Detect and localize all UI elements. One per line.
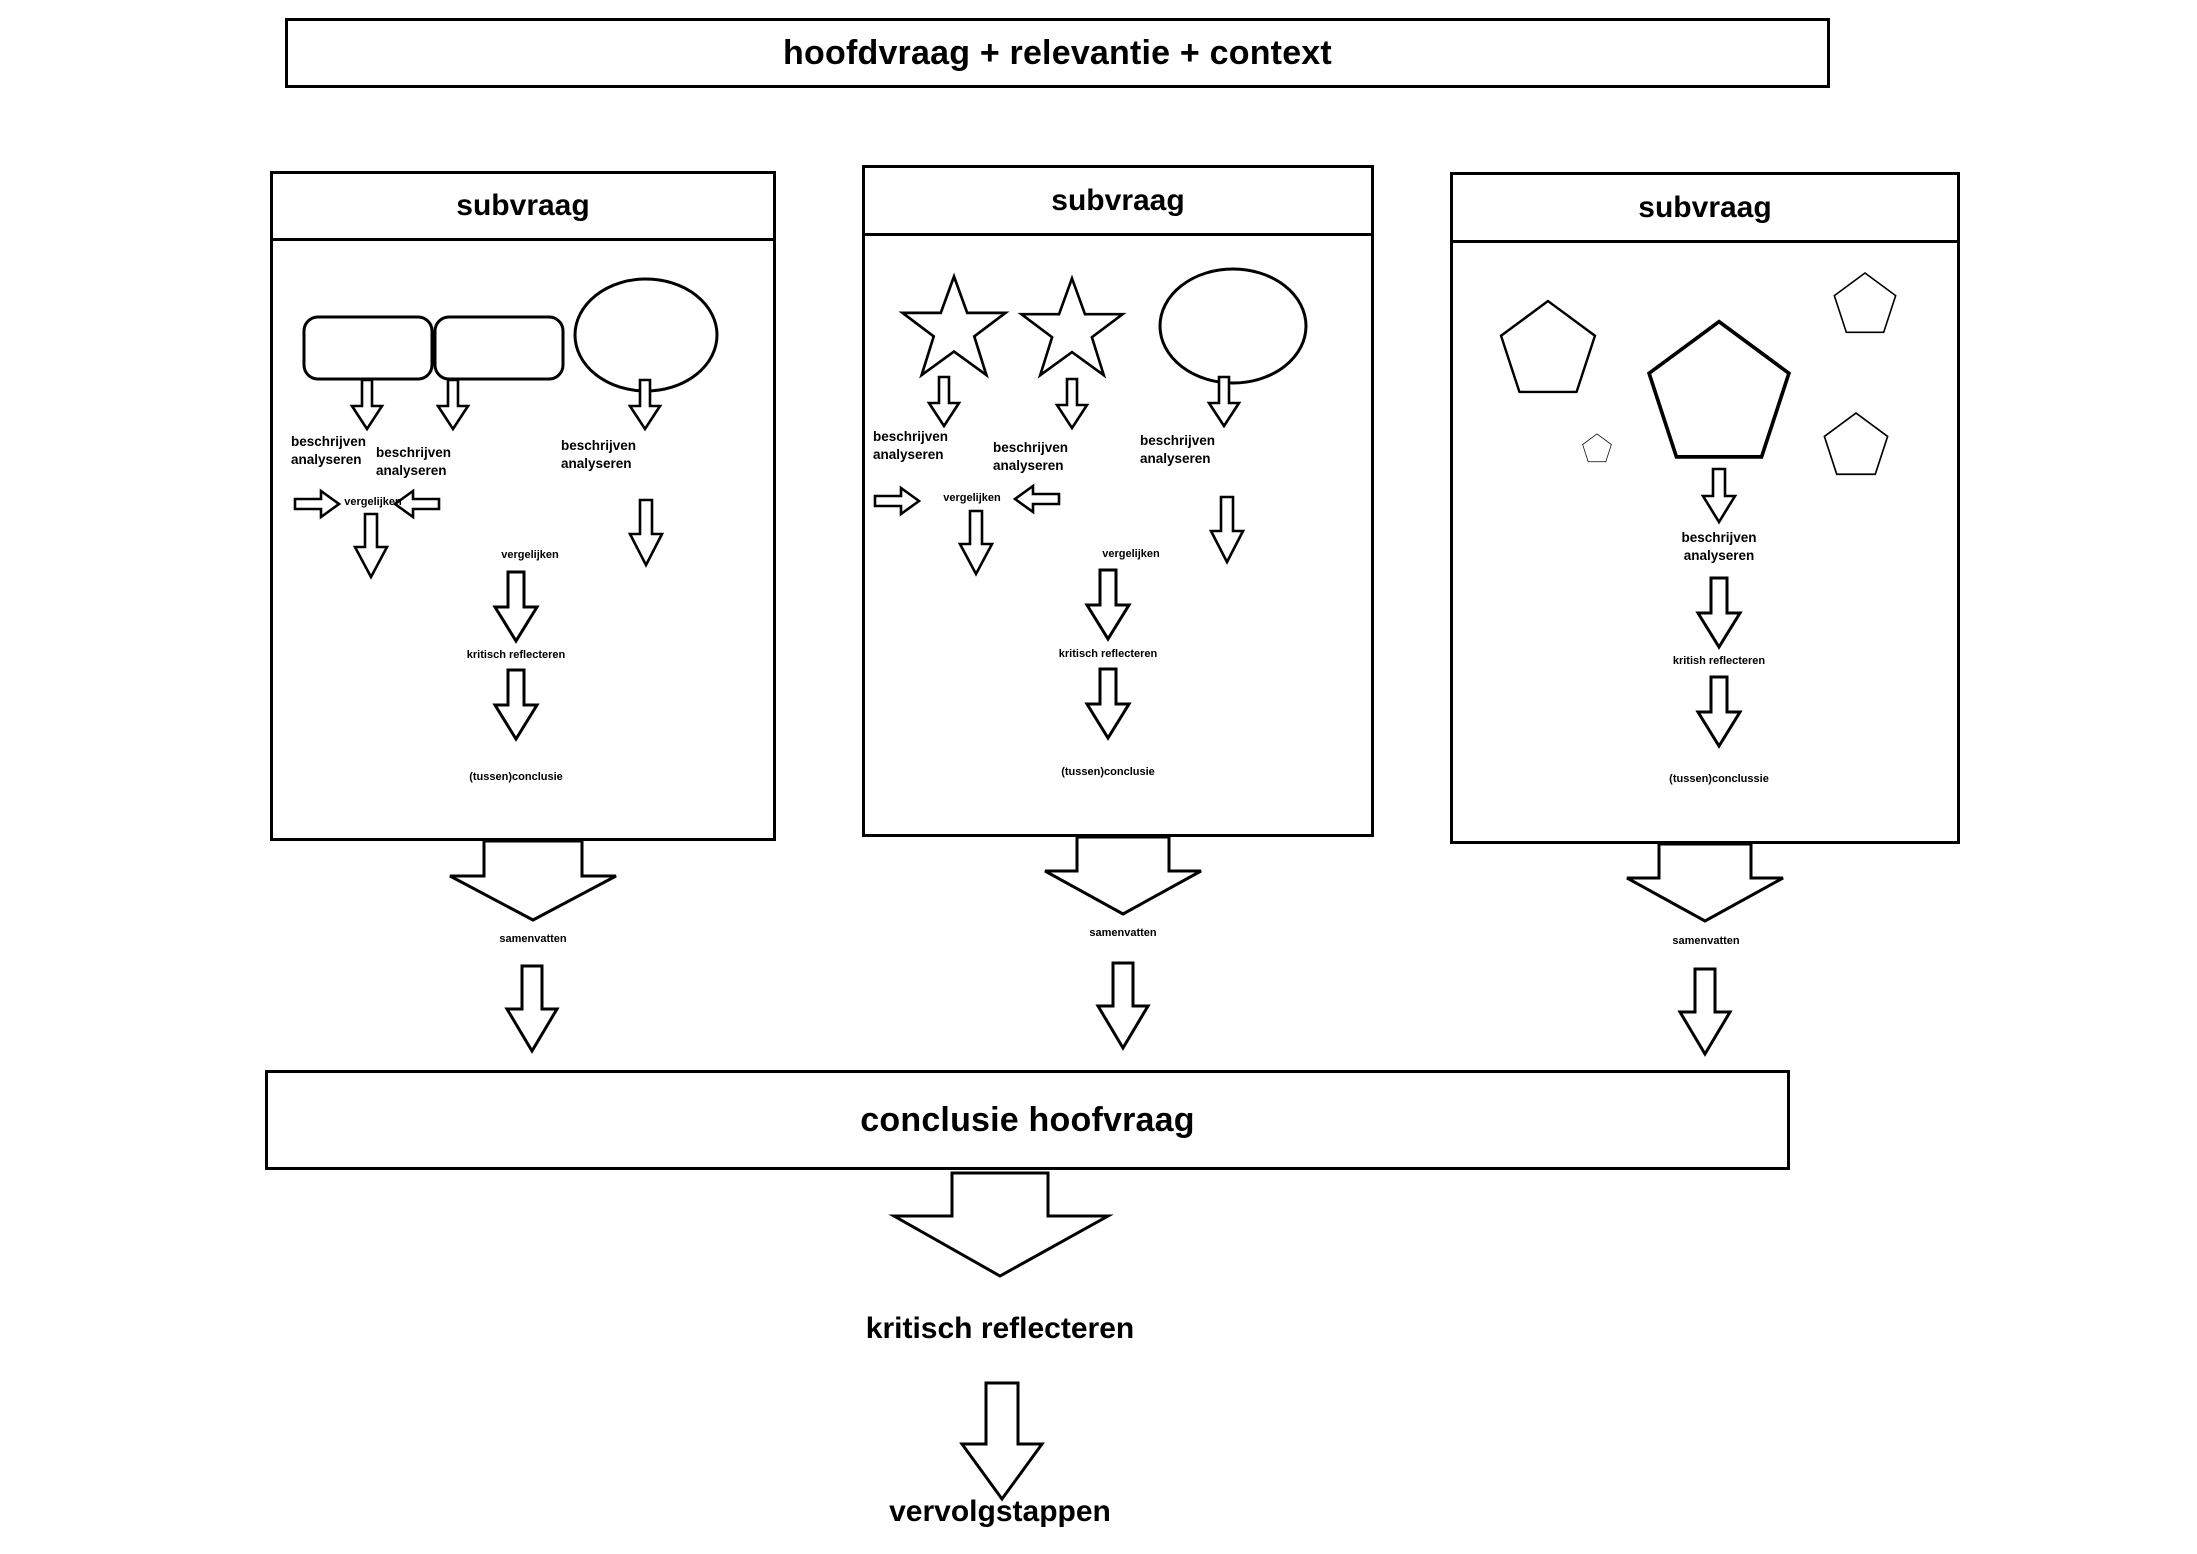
star-shape-2 [1017, 274, 1127, 379]
caption-kritisch-reflecteren-2: kritisch reflecteren [1058, 648, 1158, 660]
kritisch-reflecteren-final-label: kritisch reflecteren [865, 1312, 1135, 1345]
caption-samenvatten-2: samenvatten [1089, 927, 1157, 939]
caption-tussenconclussie-3: (tussen)conclussie [1669, 773, 1769, 785]
pentagon-shape-tiny [1582, 433, 1612, 463]
down-arrow-icon-2a [926, 375, 962, 429]
rounded-rectangle-shape-2 [433, 315, 565, 381]
right-arrow-icon-1 [293, 488, 342, 520]
subvraag-header-label-1: subvraag [456, 189, 590, 222]
caption-beschrijven-analyseren-1b: beschrijven analyseren [376, 445, 452, 478]
pentagon-shape-top-right [1833, 272, 1897, 334]
down-arrow-icon-1f [492, 570, 540, 644]
subvraag-header-1: subvraag [273, 174, 773, 241]
down-arrow-icon-to-conclusion-1 [504, 964, 560, 1054]
down-arrow-icon-final-1 [888, 1171, 1114, 1278]
caption-samenvatten-3: samenvatten [1672, 935, 1740, 947]
down-arrow-icon-2d [957, 509, 995, 577]
subvraag-body-2: beschrijven analyseren beschrijven analy… [865, 236, 1371, 834]
caption-beschrijven-analyseren-2b: beschrijven analyseren [993, 440, 1069, 473]
subvraag-column-1: subvraag [270, 171, 776, 841]
down-arrow-icon-3b [1695, 576, 1743, 650]
caption-beschrijven-analyseren-1c: beschrijven analyseren [561, 438, 637, 471]
left-arrow-icon-2 [1012, 483, 1061, 515]
down-arrow-icon-1d [352, 512, 390, 580]
rounded-rectangle-shape-1 [302, 315, 434, 381]
subvraag-column-2: subvraag beschrijven a [862, 165, 1374, 837]
down-arrow-icon-2f [1084, 568, 1132, 642]
down-arrow-icon-to-conclusion-3 [1677, 967, 1733, 1057]
down-arrow-icon-1g [492, 668, 540, 742]
subvraag-header-2: subvraag [865, 168, 1371, 236]
down-arrow-icon-2b [1054, 377, 1090, 431]
subvraag-column-3: subvraag [1450, 172, 1960, 844]
down-arrow-icon-2c [1206, 375, 1242, 429]
down-arrow-icon-1b [435, 378, 471, 432]
subvraag-header-3: subvraag [1453, 175, 1957, 243]
caption-vergelijken-1-outer: vergelijken [501, 549, 559, 561]
star-shape-1 [898, 272, 1010, 379]
down-arrow-icon-1e [627, 498, 665, 568]
down-arrow-icon-3a [1700, 467, 1738, 525]
caption-vergelijken-2-inner: vergelijken [943, 492, 1001, 504]
down-arrow-icon-1c [627, 378, 663, 432]
subvraag-body-1: beschrijven analyseren beschrijven analy… [273, 241, 773, 838]
caption-beschrijven-analyseren-2a: beschrijven analyseren [873, 429, 949, 462]
caption-tussenconclusie-1: (tussen)conclusie [469, 771, 563, 783]
down-arrow-icon-3c [1695, 675, 1743, 749]
down-arrow-icon-2e [1208, 495, 1246, 565]
down-arrow-icon-1a [349, 378, 385, 432]
conclusie-hoofvraag-label: conclusie hoofvraag [860, 1100, 1195, 1139]
pentagon-shape-center [1646, 319, 1792, 459]
vervolgstappen-final-label: vervolgstappen [889, 1495, 1111, 1528]
down-arrow-icon-2g [1084, 667, 1132, 741]
caption-kritish-reflecteren-3: kritish reflecteren [1672, 655, 1766, 667]
summary-arrow-icon-3 [1626, 842, 1784, 923]
hoofdvraag-box: hoofdvraag + relevantie + context [285, 18, 1830, 88]
down-arrow-icon-to-conclusion-2 [1095, 961, 1151, 1051]
subvraag-header-label-2: subvraag [1051, 183, 1185, 217]
hoofdvraag-label: hoofdvraag + relevantie + context [783, 33, 1332, 72]
pentagon-shape-left [1499, 299, 1597, 394]
caption-vergelijken-2-outer: vergelijken [1102, 548, 1160, 560]
caption-kritisch-reflecteren-1: kritisch reflecteren [466, 649, 566, 661]
conclusie-hoofvraag-box: conclusie hoofvraag [265, 1070, 1790, 1170]
pentagon-shape-bottom-right [1823, 412, 1889, 476]
caption-beschrijven-analyseren-3: beschrijven analyseren [1681, 530, 1757, 563]
caption-beschrijven-analyseren-1a: beschrijven analyseren [291, 434, 367, 467]
summary-arrow-icon-1 [449, 839, 617, 922]
caption-beschrijven-analyseren-2c: beschrijven analyseren [1140, 433, 1216, 466]
caption-samenvatten-1: samenvatten [499, 933, 567, 945]
right-arrow-icon-2 [873, 485, 922, 517]
ellipse-shape-2 [1158, 267, 1308, 385]
caption-vergelijken-1-inner: vergelijken [344, 496, 402, 508]
down-arrow-icon-final-2 [959, 1381, 1045, 1502]
summary-arrow-icon-2 [1044, 835, 1202, 916]
ellipse-shape-1 [573, 277, 719, 393]
left-arrow-icon-1 [392, 488, 441, 520]
caption-tussenconclusie-2: (tussen)conclusie [1061, 766, 1155, 778]
subvraag-body-3: beschrijven analyseren kritish reflecter… [1453, 243, 1957, 841]
subvraag-header-label-3: subvraag [1638, 190, 1772, 224]
